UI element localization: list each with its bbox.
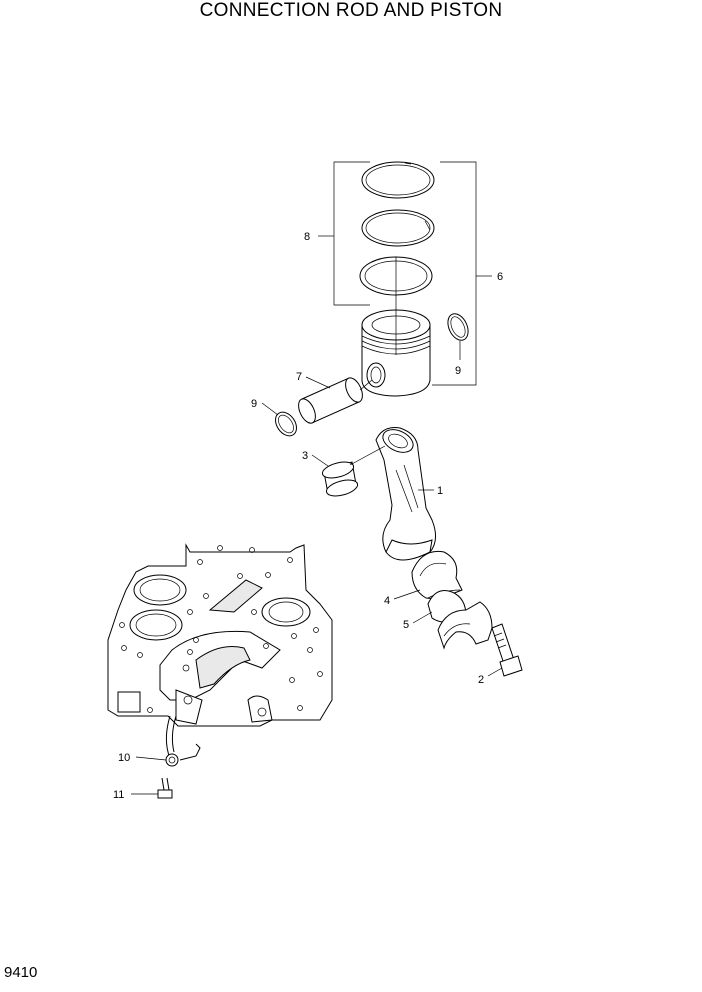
bearing-shell-upper: [393, 550, 463, 600]
page-code: 9410: [4, 964, 38, 981]
connecting-rod: [375, 427, 436, 561]
callout-11: 11: [113, 789, 124, 801]
callout-6: 6: [497, 271, 503, 283]
callout-3: 3: [302, 450, 308, 462]
callout-2: 2: [478, 674, 484, 686]
callout-9-right: 9: [455, 365, 461, 377]
callout-8: 8: [304, 231, 310, 243]
piston-cooling-jet: [135, 715, 201, 767]
callout-5: 5: [403, 619, 409, 631]
callout-9-left: 9: [251, 398, 257, 410]
callout-1: 1: [437, 485, 443, 497]
rod-cap: [437, 601, 493, 650]
piston-pin: [298, 376, 373, 424]
snap-ring-left: [261, 402, 297, 437]
rod-bolt: [487, 623, 523, 677]
callout-4: 4: [384, 595, 390, 607]
piston: [361, 300, 431, 397]
engine-block: [107, 543, 333, 727]
piston-rings: [359, 161, 435, 300]
jet-bolt: [131, 777, 173, 799]
assembly-bracket: [318, 161, 492, 386]
callout-10: 10: [118, 752, 130, 764]
callout-7: 7: [296, 371, 302, 383]
small-end-bushing: [311, 445, 386, 497]
callout-labels: 1 2 3 4 5 6 7 8 9 9 10 11: [113, 231, 503, 801]
page-title: CONNECTION ROD AND PISTON: [199, 0, 503, 21]
snap-ring-right: [447, 313, 469, 360]
